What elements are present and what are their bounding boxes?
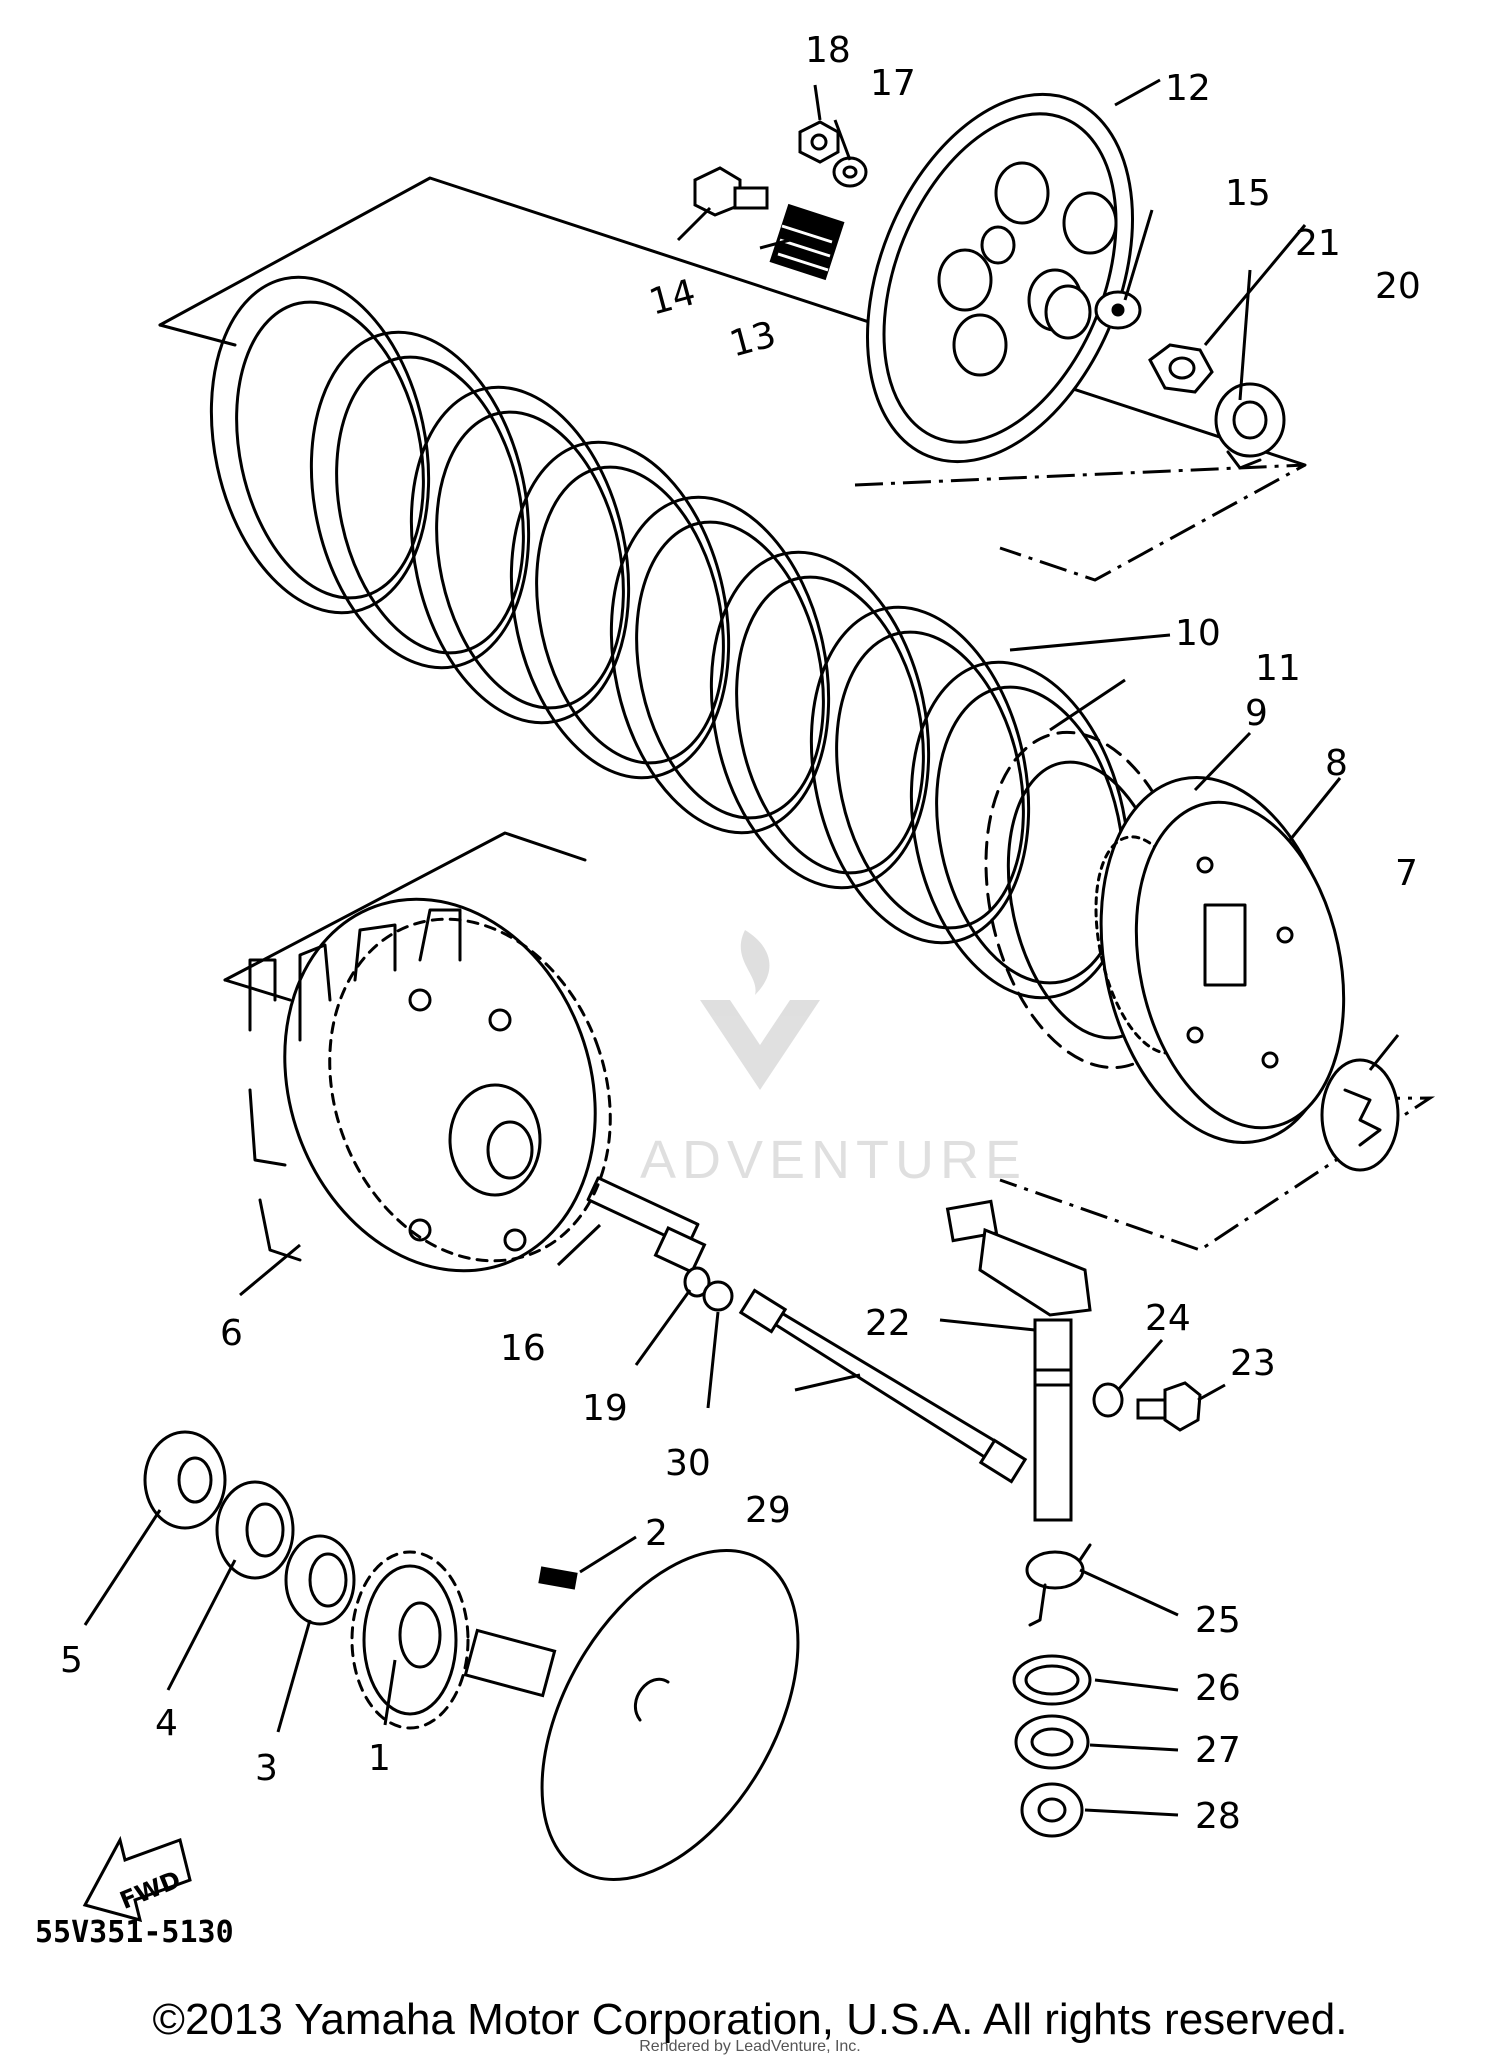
callout-3: 3 <box>255 1748 278 1789</box>
oring-19 <box>683 1266 711 1298</box>
washer-24 <box>1092 1382 1124 1418</box>
callout-24: 24 <box>1145 1298 1191 1339</box>
circlip-7 <box>1320 1058 1400 1172</box>
clutch-plate-stack <box>209 275 1131 1000</box>
clutch-housing-6 <box>248 897 612 1273</box>
callout-20: 20 <box>1375 266 1421 307</box>
bolt-23 <box>1136 1381 1202 1432</box>
callout-7: 7 <box>1395 853 1418 894</box>
push-rod-29 <box>738 1288 1028 1484</box>
callout-1: 1 <box>368 1738 391 1779</box>
callout-19: 19 <box>582 1388 628 1429</box>
callout-11: 11 <box>1255 648 1301 689</box>
callout-21: 21 <box>1295 223 1341 264</box>
callout-2: 2 <box>645 1513 668 1554</box>
clutch-spring <box>769 203 845 281</box>
oil-seal-26 <box>1012 1654 1092 1706</box>
callout-9: 9 <box>1245 693 1268 734</box>
bearing-27 <box>1014 1714 1090 1770</box>
push-lever-axle-22 <box>945 1199 1092 1522</box>
push-rod-16 <box>586 1176 707 1275</box>
leader-lines <box>83 78 1400 1817</box>
callout-25: 25 <box>1195 1600 1241 1641</box>
callout-14: 14 <box>645 272 700 323</box>
assembly-outline-lower <box>223 831 1436 1252</box>
nut-21 <box>1148 343 1214 394</box>
callout-28: 28 <box>1195 1796 1241 1837</box>
part-15 <box>1094 290 1142 330</box>
washer-17 <box>832 156 868 188</box>
callout-27: 27 <box>1195 1730 1241 1771</box>
callout-10: 10 <box>1175 613 1221 654</box>
callout-4: 4 <box>155 1703 178 1744</box>
torsion-spring-25 <box>1025 1543 1092 1627</box>
copyright-notice: ©2013 Yamaha Motor Corporation, U.S.A. A… <box>152 1995 1348 2044</box>
watermark-text: ADVENTURE <box>640 1130 1027 1190</box>
callout-29: 29 <box>745 1490 791 1531</box>
callout-17: 17 <box>870 63 916 104</box>
callout-26: 26 <box>1195 1668 1241 1709</box>
callout-23: 23 <box>1230 1343 1276 1384</box>
lock-washer-4 <box>215 1480 295 1580</box>
washer-3 <box>284 1534 356 1626</box>
fwd-arrow-icon <box>82 1835 192 1923</box>
collar-28 <box>1020 1782 1084 1838</box>
callout-16: 16 <box>500 1328 546 1369</box>
rendered-by-text: Rendered by LeadVenture, Inc. <box>639 2038 861 2055</box>
primary-drive-gear-1 <box>350 1550 470 1730</box>
pressure-plate <box>866 92 1134 464</box>
nut-18 <box>798 120 840 164</box>
nut-5 <box>143 1430 227 1530</box>
callout-15: 15 <box>1225 173 1271 214</box>
lock-washer-20 <box>1214 382 1286 470</box>
clutch-bolt <box>693 166 769 217</box>
callout-12: 12 <box>1165 68 1211 109</box>
callout-6: 6 <box>220 1313 243 1354</box>
callout-13: 13 <box>726 314 781 365</box>
callout-8: 8 <box>1325 743 1348 784</box>
callout-18: 18 <box>805 30 851 71</box>
part-number-code: 55V351-5130 <box>35 1915 234 1950</box>
woodruff-key-2 <box>538 1566 578 1590</box>
callout-labels: 1 2 3 4 5 6 7 8 9 10 11 12 13 14 15 16 1… <box>60 30 1421 1837</box>
ball-30 <box>702 1280 734 1312</box>
callout-30: 30 <box>665 1443 711 1484</box>
clutch-boss-8 <box>1094 775 1346 1145</box>
watermark-logo <box>700 930 820 1090</box>
crank-web <box>463 1549 800 1881</box>
callout-22: 22 <box>865 1303 911 1344</box>
callout-5: 5 <box>60 1640 83 1681</box>
